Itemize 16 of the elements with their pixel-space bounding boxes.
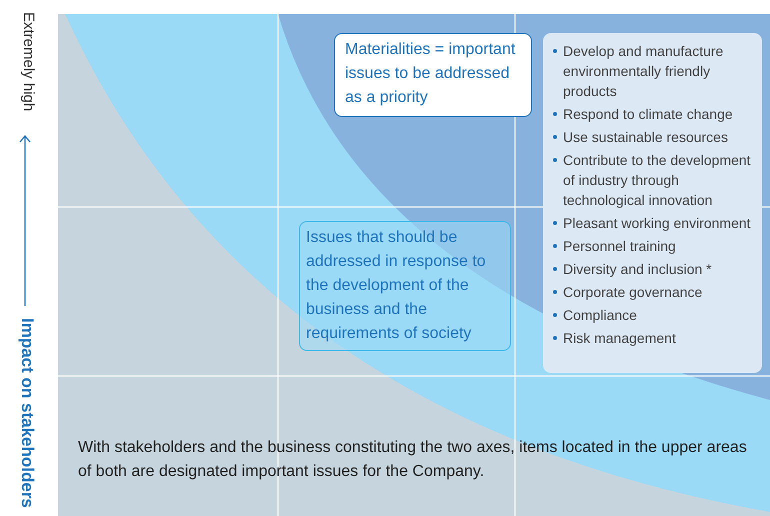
list-item: Compliance bbox=[551, 305, 758, 325]
list-item: Develop and manufacture environmentally friendly products bbox=[551, 41, 758, 101]
list-item: Pleasant working environment bbox=[551, 213, 758, 233]
list-item: Use sustainable resources bbox=[551, 127, 758, 147]
list-item: Respond to climate change bbox=[551, 104, 758, 124]
axis-title: Impact on stakeholders bbox=[17, 318, 37, 508]
axis-label: Extremely high bbox=[20, 12, 37, 112]
list-item: Personnel training bbox=[551, 236, 758, 256]
list-item: Corporate governance bbox=[551, 282, 758, 302]
note-text: With stakeholders and the business constituting the two axes, items located in the upper areas of both are designated important issues for the Company. bbox=[78, 438, 748, 482]
list-item: Risk management bbox=[551, 328, 758, 348]
callout-box: Issues that should be addressed in response to the development of the business and the requirements of society bbox=[299, 221, 511, 351]
list-item: Diversity and inclusion * bbox=[551, 259, 758, 279]
issue-list-panel bbox=[543, 33, 762, 373]
callout-box: Materialities = important issues to be addressed as a priority bbox=[334, 33, 532, 117]
list-item: Contribute to the development of industry through technological innovation bbox=[551, 150, 758, 210]
